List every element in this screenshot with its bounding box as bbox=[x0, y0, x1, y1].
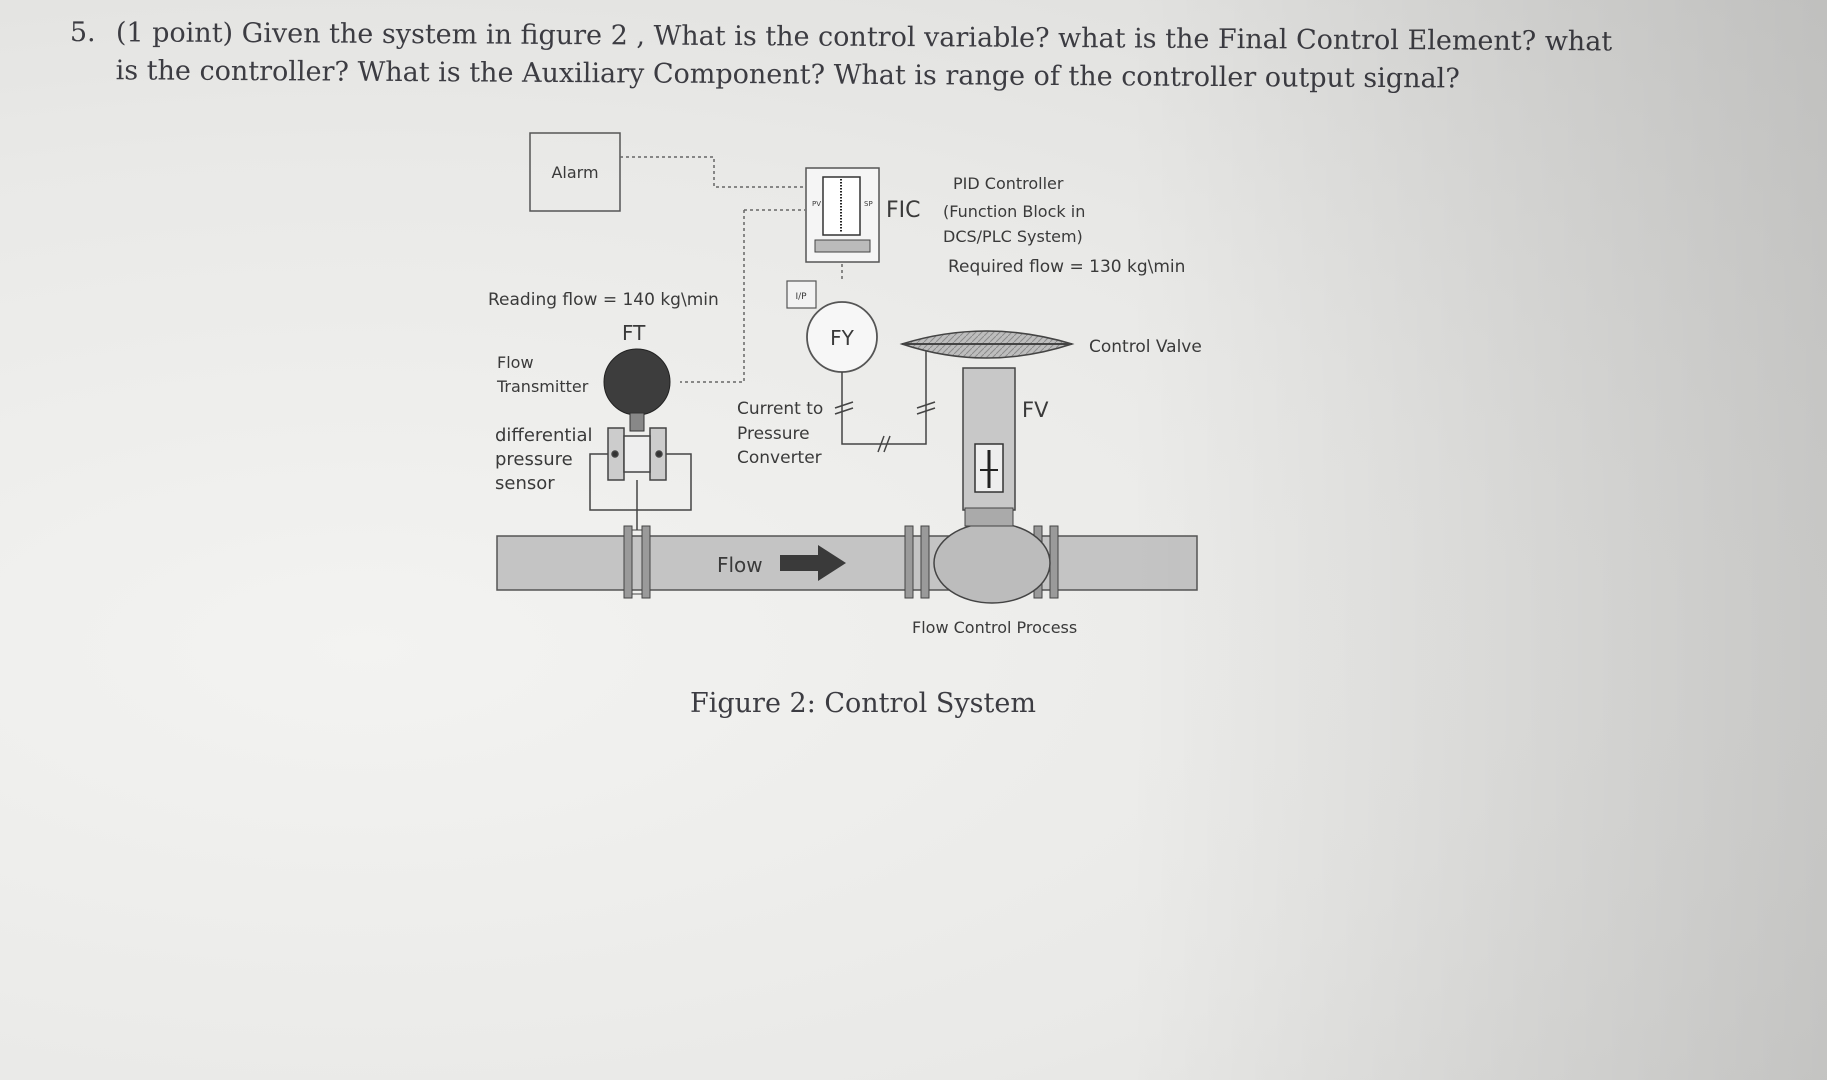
fy-label: FY bbox=[830, 326, 855, 350]
pv-tag: PV bbox=[812, 200, 821, 208]
alarm-box: Alarm bbox=[529, 132, 621, 212]
flow-transmitter-line-2: Transmitter bbox=[496, 377, 589, 396]
ft-label: FT bbox=[622, 321, 646, 345]
fic-controller: PV SP FIC bbox=[805, 167, 921, 263]
signal-lines bbox=[620, 156, 843, 383]
pid-line-3: DCS/PLC System) bbox=[943, 227, 1083, 246]
fv-label: FV bbox=[1022, 398, 1049, 422]
converter-line-2: Pressure bbox=[737, 424, 810, 444]
sp-tag: SP bbox=[864, 200, 873, 208]
process-label: Flow Control Process bbox=[912, 618, 1077, 637]
fic-label: FIC bbox=[886, 198, 921, 223]
differential-pressure-sensor bbox=[589, 427, 692, 530]
pid-controller-description: PID Controller (Function Block in DCS/PL… bbox=[943, 174, 1185, 277]
pid-line-2: (Function Block in bbox=[943, 202, 1085, 221]
dp-line-3: sensor bbox=[495, 473, 555, 494]
control-valve-label: Control Valve bbox=[1089, 337, 1202, 357]
reading-flow-label: Reading flow = 140 kg\min bbox=[488, 290, 719, 310]
pneumatic-line bbox=[834, 338, 936, 453]
flow-transmitter-line-1: Flow bbox=[497, 353, 534, 372]
dp-line-1: differential bbox=[495, 425, 592, 446]
figure-caption: Figure 2: Control System bbox=[690, 688, 1036, 719]
dp-line-2: pressure bbox=[495, 449, 573, 470]
ip-box: I/P bbox=[786, 280, 817, 309]
required-flow-label: Required flow = 130 kg\min bbox=[948, 257, 1185, 277]
control-valve bbox=[899, 330, 1075, 527]
process-pipe bbox=[496, 522, 1198, 604]
ip-box-label: I/P bbox=[795, 292, 807, 302]
flow-arrow-icon: Flow bbox=[717, 545, 846, 581]
pid-line-1: PID Controller bbox=[953, 174, 1064, 193]
converter-line-3: Converter bbox=[737, 448, 822, 468]
alarm-label: Alarm bbox=[551, 163, 598, 182]
fy-instrument: FY bbox=[806, 301, 878, 373]
flow-label: Flow bbox=[717, 553, 763, 577]
flow-transmitter bbox=[603, 348, 671, 432]
converter-line-1: Current to bbox=[737, 399, 823, 419]
